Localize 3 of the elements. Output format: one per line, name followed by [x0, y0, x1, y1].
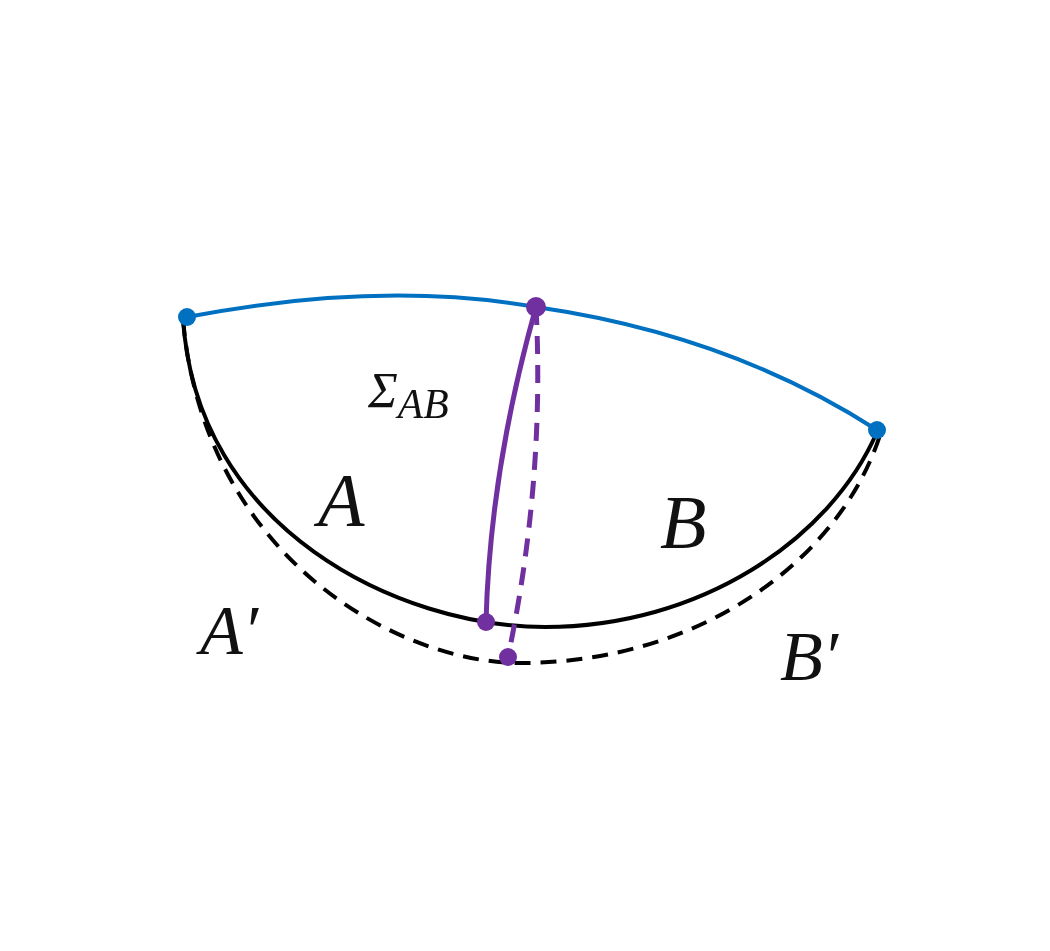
math-label: B	[660, 484, 707, 560]
math-label: Σ$_{AB}$	[368, 365, 449, 426]
math-label: B′	[780, 622, 839, 692]
